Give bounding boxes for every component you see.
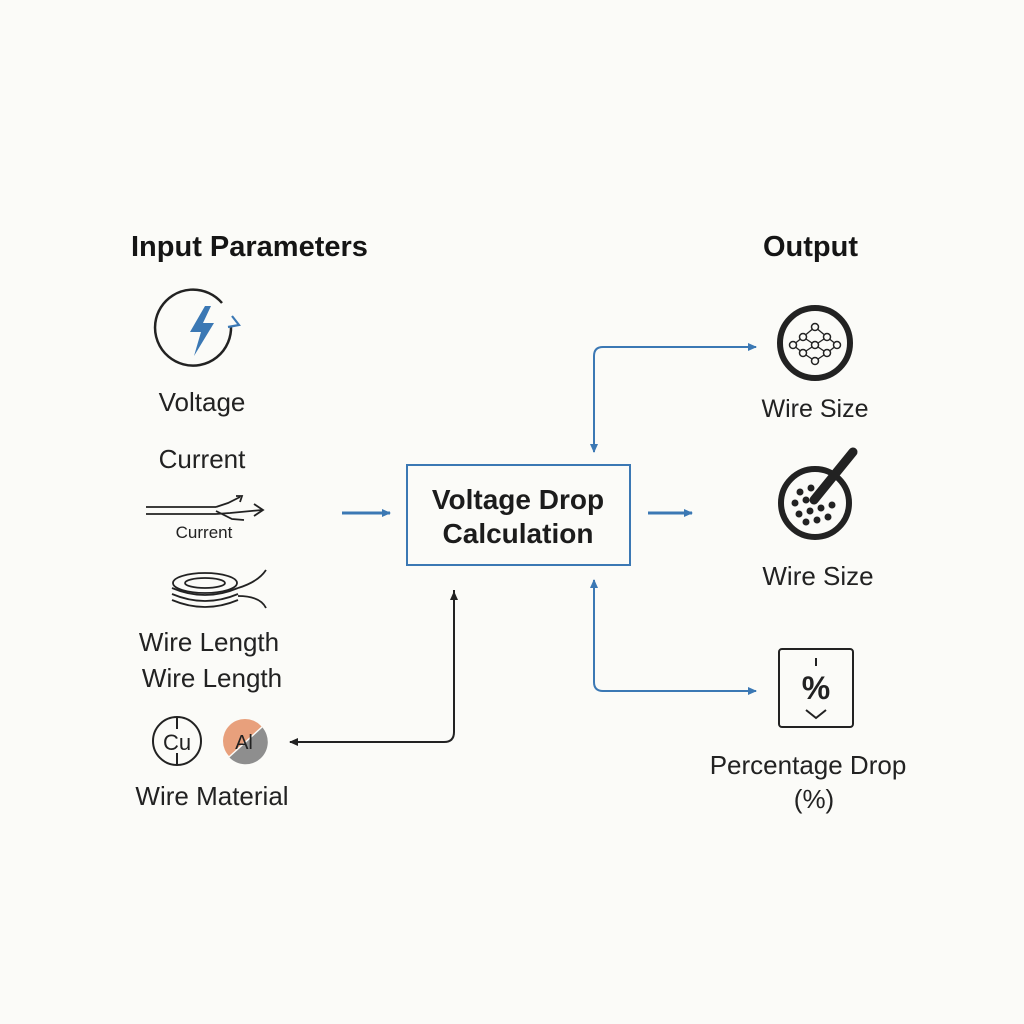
calculation-title: Voltage Drop Calculation — [432, 483, 604, 551]
wire-current-icon — [146, 495, 265, 521]
aluminum-symbol: Al — [235, 732, 253, 754]
percentage-drop-label-1: Percentage Drop — [709, 750, 907, 780]
copper-icon: Cu — [152, 716, 202, 766]
wire-size-label-2: Wire Size — [762, 561, 874, 591]
wire-material-label: Wire Material — [135, 781, 289, 811]
wire-size-label-1: Wire Size — [761, 395, 869, 423]
aluminum-icon: Al — [223, 719, 268, 765]
wire-strands-icon — [777, 305, 853, 381]
current-sub-label: Current — [175, 523, 233, 542]
wire-length-label-2: Wire Length — [141, 663, 283, 693]
lightning-bolt-icon — [153, 288, 241, 367]
wire-length-label-1: Wire Length — [138, 627, 280, 657]
input-parameters-heading: Input Parameters — [131, 231, 368, 263]
wire-size-branch-connector — [593, 343, 757, 448]
percentage-document-icon: % — [778, 648, 854, 728]
wire-coil-icon — [171, 569, 267, 609]
percentage-branch-connector — [593, 585, 757, 695]
calculation-box — [406, 464, 631, 566]
percentage-drop-label-2: (%) — [793, 784, 835, 814]
calculation-title-line2: Calculation — [442, 518, 594, 549]
cable-cross-section-icon — [778, 447, 858, 540]
percentage-symbol: % — [802, 670, 830, 706]
copper-symbol: Cu — [163, 730, 191, 755]
calculation-title-line1: Voltage Drop — [431, 484, 605, 515]
output-heading: Output — [763, 231, 859, 263]
voltage-label: Voltage — [158, 387, 246, 417]
current-label: Current — [158, 444, 246, 474]
material-feedback-connector — [289, 590, 455, 746]
